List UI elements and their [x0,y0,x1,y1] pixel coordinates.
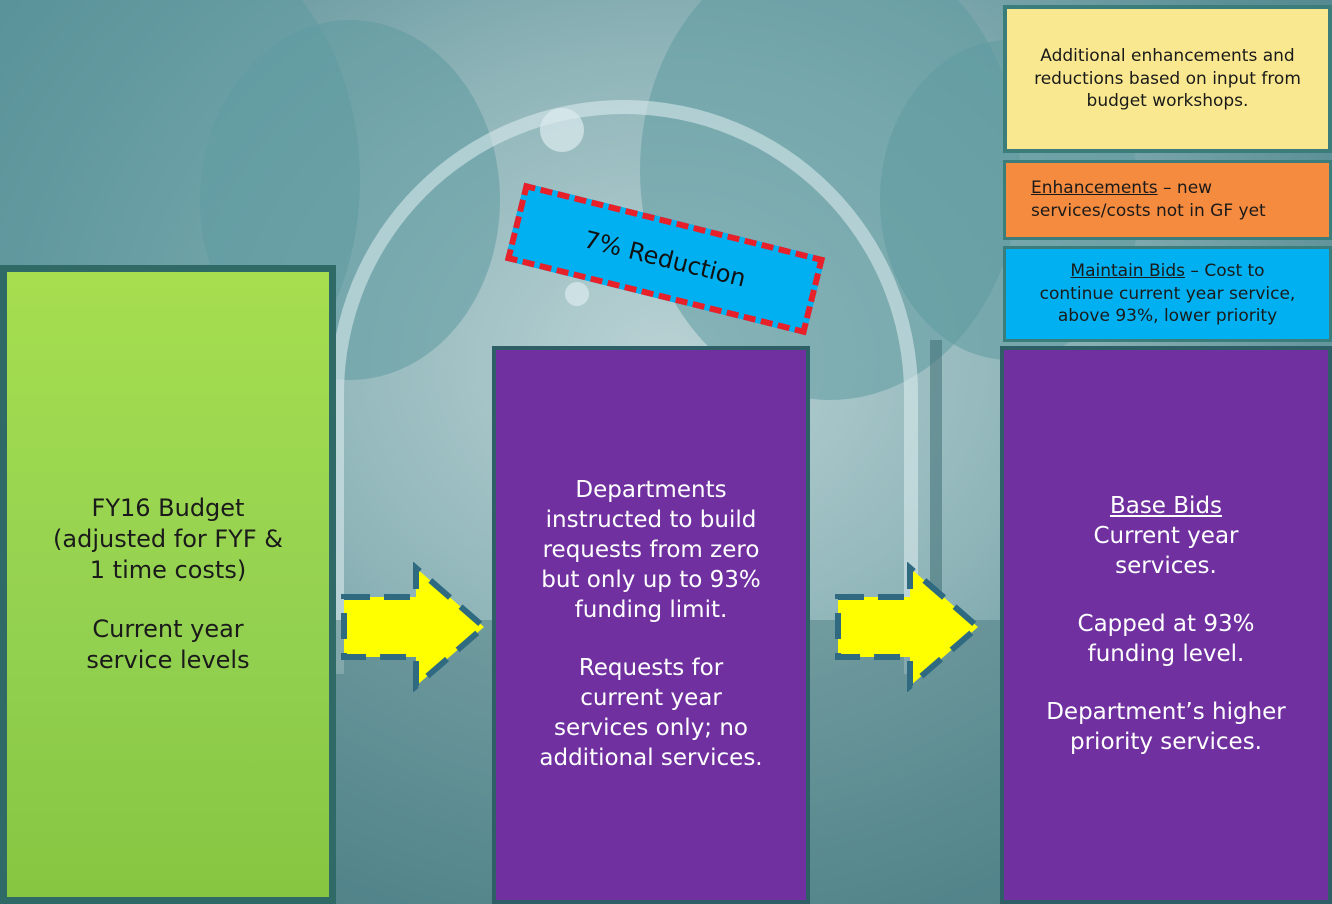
fy16-line-5: service levels [86,646,250,675]
dept-line-7: current year [580,684,722,711]
fy16-line-3: 1 time costs) [89,555,247,584]
dept-line-8: services only; no [553,714,749,741]
maintain-line-3: above 93%, lower priority [1057,306,1278,327]
enhancements-line-2: services/costs not in GF yet [1031,201,1266,221]
base-line-5: Department’s higher [1046,698,1286,725]
dept-line-5: funding limit. [574,597,728,624]
dept-line-9: additional services. [539,744,763,771]
fy16-budget-box: FY16 Budget (adjusted for FYF & 1 time c… [0,265,336,904]
dept-line-1: Departments [575,477,727,504]
fy16-line-2: (adjusted for FYF & [53,524,283,553]
dept-line-4: but only up to 93% [541,567,761,594]
maintain-text: – Cost to [1185,260,1265,281]
right-arrow-icon-2 [835,562,983,692]
enhancements-title: Enhancements [1031,178,1158,199]
reduction-text: 7% Reduction [581,225,749,293]
maintain-line-2: continue current year service, [1039,283,1296,304]
enhancements-line-1: Enhancements – new [1031,177,1212,200]
fy16-line-1: FY16 Budget [91,493,245,522]
fy16-line-4: Current year [92,615,244,644]
maintain-bids-box: Maintain Bids – Cost to continue current… [1003,246,1332,342]
dept-line-3: requests from zero [542,537,760,564]
base-bids-title: Base Bids [1109,493,1223,520]
enhancements-box: Enhancements – new services/costs not in… [1003,160,1332,240]
additional-text: Additional enhancements and reductions b… [1034,45,1301,112]
base-line-2: services. [1115,553,1217,580]
additional-enhancements-box: Additional enhancements and reductions b… [1003,5,1332,153]
base-line-4: funding level. [1087,640,1245,667]
base-line-1: Current year [1093,523,1239,550]
maintain-title: Maintain Bids [1070,260,1186,281]
base-line-6: priority services. [1070,728,1262,755]
base-bids-box: Base Bids Current year services. Capped … [1000,346,1332,904]
base-line-3: Capped at 93% [1077,611,1255,638]
enhancements-text: – new [1157,178,1213,199]
dept-line-2: instructed to build [545,507,757,534]
maintain-line-1: Maintain Bids – Cost to [1070,260,1264,283]
right-arrow-icon-1 [341,562,489,692]
dept-line-6: Requests for [578,654,724,681]
departments-box: Departments instructed to build requests… [492,346,810,904]
